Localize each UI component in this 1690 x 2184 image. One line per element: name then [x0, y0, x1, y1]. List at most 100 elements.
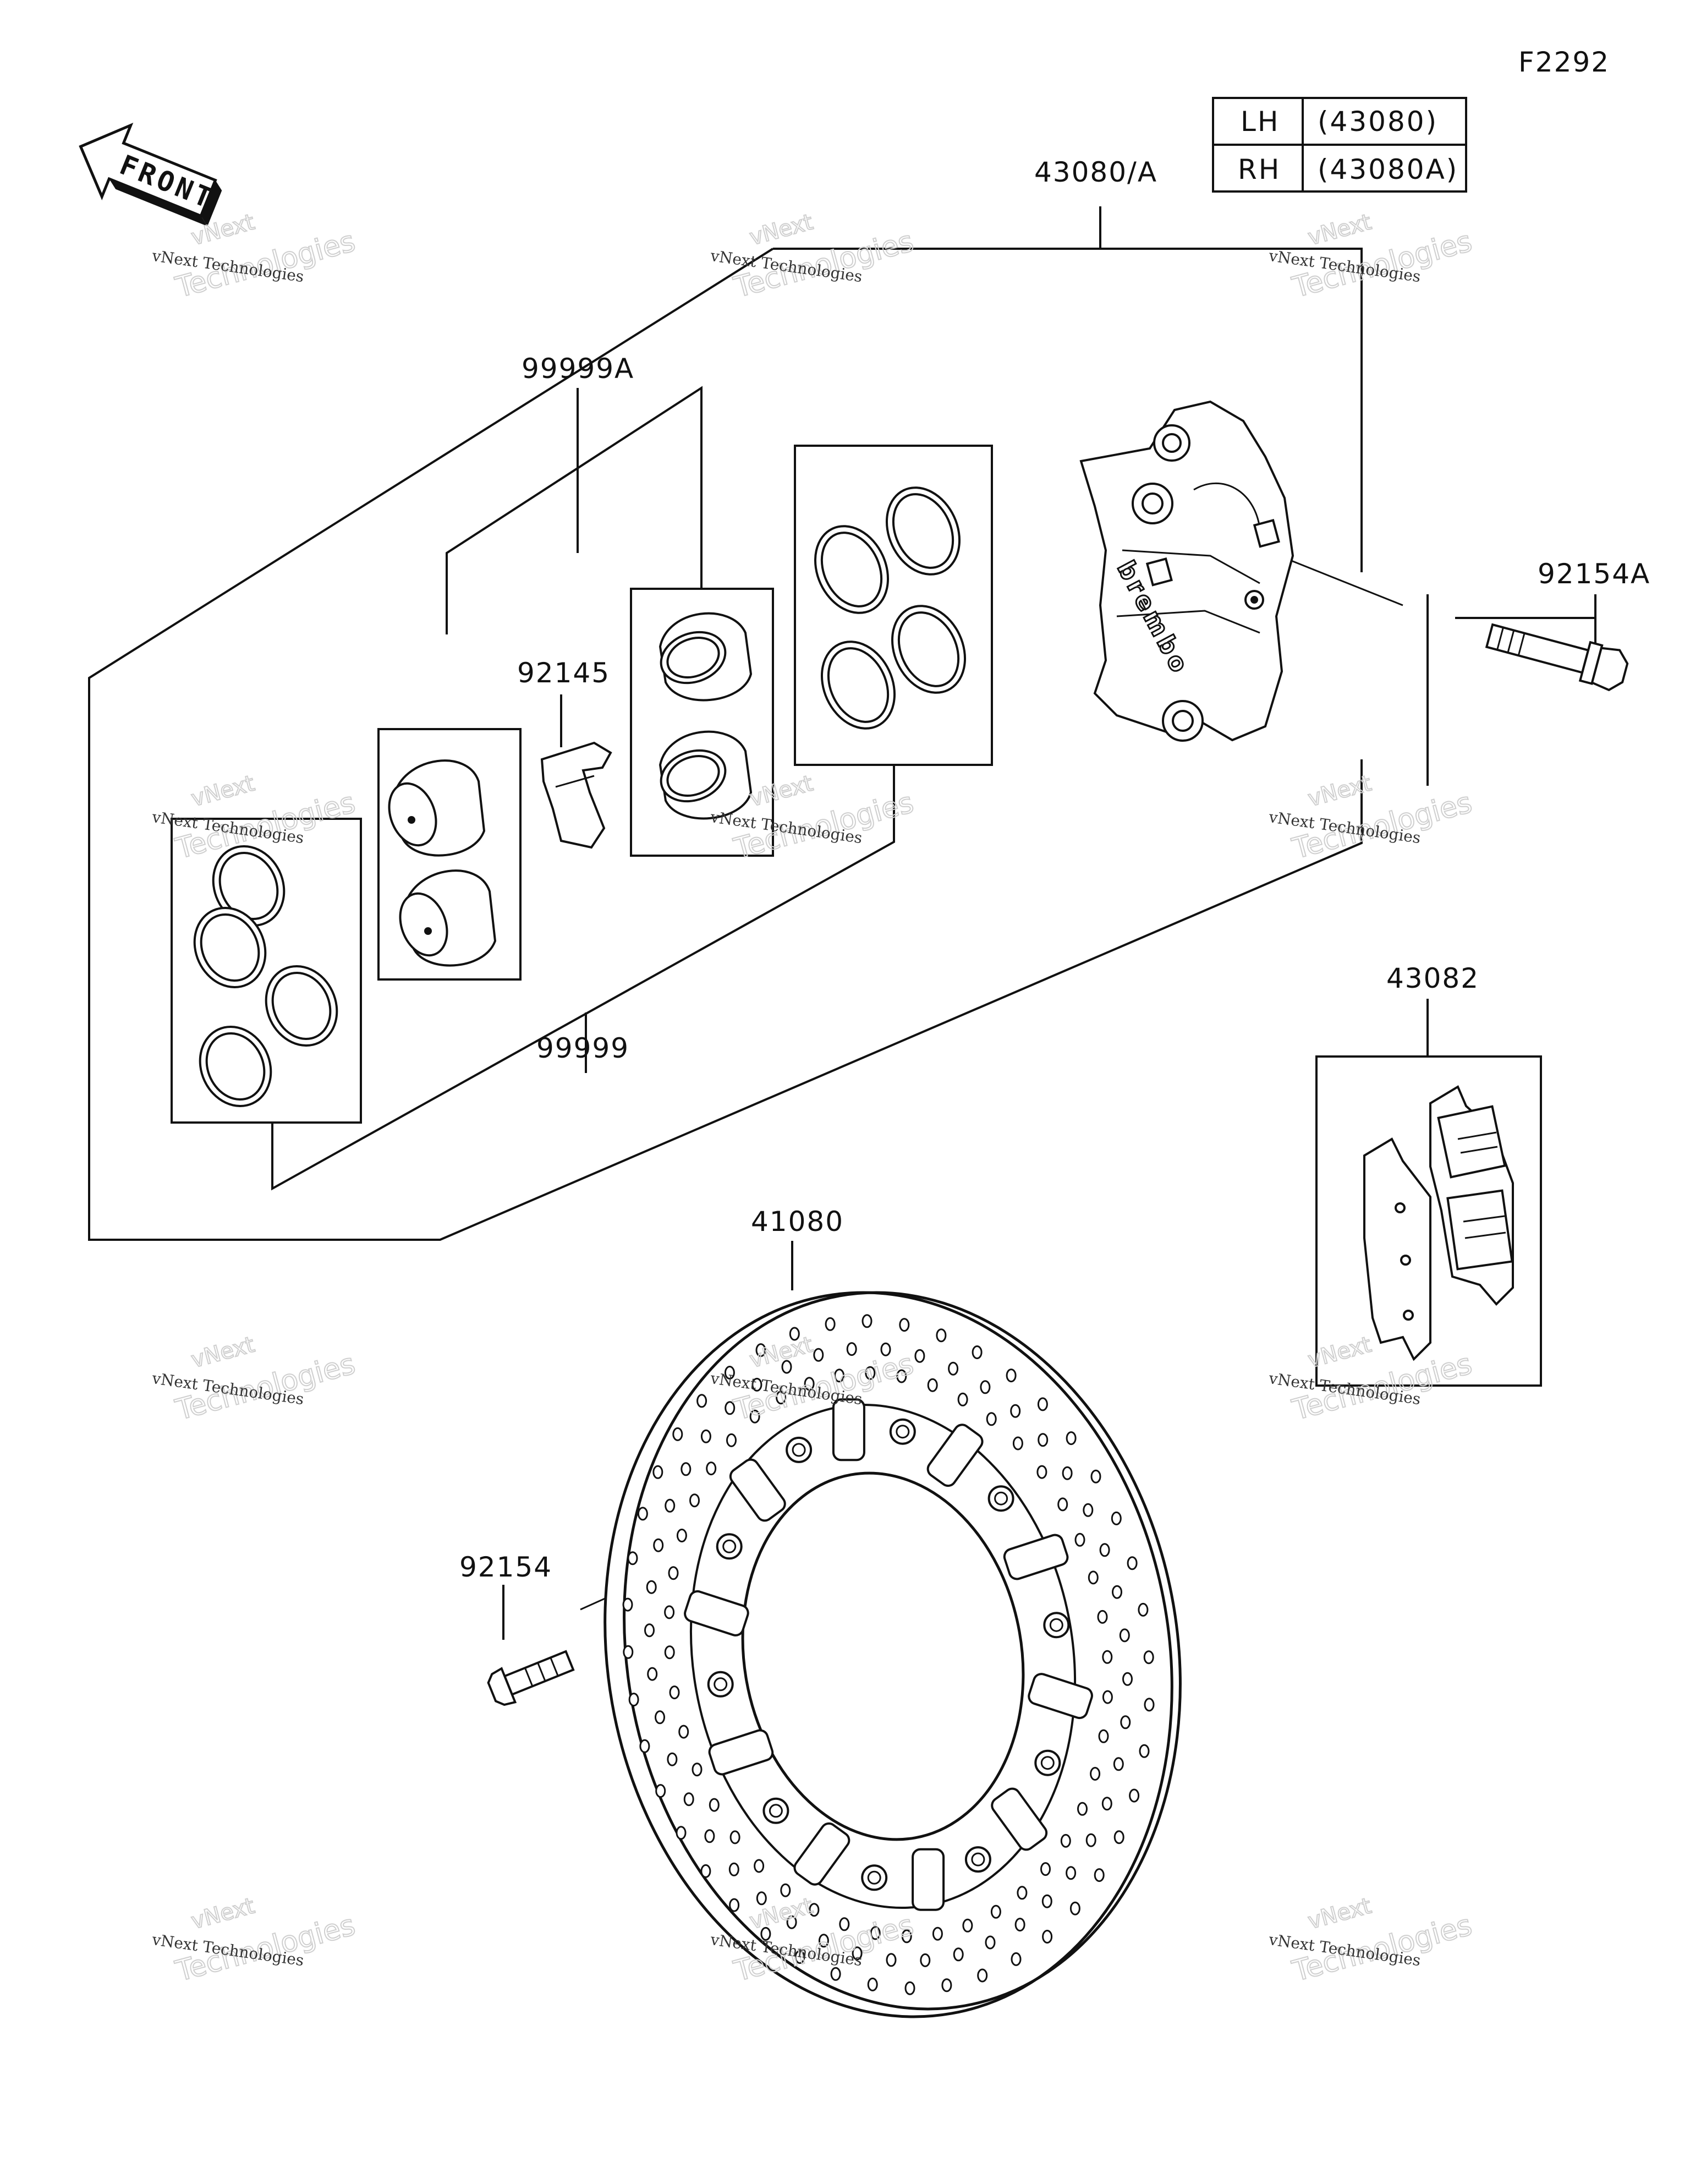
callout-41080: 41080 — [751, 1206, 844, 1238]
vent-hole — [639, 1739, 650, 1753]
float-button-center — [1049, 1618, 1063, 1632]
vent-hole — [1077, 1802, 1088, 1816]
vent-hole — [706, 1462, 717, 1476]
watermark-vnext: vNext — [1305, 209, 1374, 250]
callout-92145: 92145 — [517, 657, 610, 689]
vent-hole — [780, 1883, 791, 1897]
vent-hole — [977, 1968, 988, 1983]
vent-hole — [962, 1918, 973, 1933]
callout-92154a: 92154A — [1538, 558, 1650, 590]
vent-hole — [1090, 1767, 1101, 1781]
pad-spring-part — [540, 741, 612, 849]
table-row-lh-side: LH — [1241, 106, 1280, 138]
table-row-lh-part: (43080) — [1318, 106, 1438, 138]
disc-float-buttons — [684, 1398, 1093, 1911]
caliper-bolt-part — [1485, 623, 1629, 692]
vent-hole — [749, 1409, 760, 1424]
watermark-vnext: vNext — [1305, 770, 1374, 812]
disc-carrier-slot — [1028, 1673, 1093, 1720]
vent-hole — [927, 1378, 938, 1392]
table-row-rh-part: (43080A) — [1318, 154, 1458, 185]
vent-hole — [870, 1926, 881, 1940]
vent-hole — [628, 1693, 639, 1707]
vent-hole — [1139, 1744, 1150, 1758]
vent-hole — [901, 1929, 912, 1944]
vent-hole — [665, 1498, 676, 1513]
vent-hole — [725, 1401, 736, 1415]
vent-hole — [667, 1752, 678, 1766]
float-button-center — [994, 1491, 1008, 1506]
vent-hole — [724, 1366, 735, 1380]
vent-hole — [754, 1859, 765, 1873]
float-button-center — [714, 1677, 728, 1692]
vent-hole — [1090, 1469, 1101, 1484]
vent-hole — [990, 1904, 1001, 1919]
vent-hole — [789, 1327, 800, 1341]
vent-hole — [760, 1926, 771, 1941]
seal-ring-kit-box-a — [794, 445, 993, 766]
callout-99999: 99999 — [536, 1032, 629, 1064]
vent-hole — [1099, 1543, 1110, 1557]
vent-hole — [683, 1792, 694, 1807]
vent-hole — [1094, 1868, 1105, 1882]
watermark-vnext: vNext — [189, 770, 257, 812]
vent-hole — [896, 1369, 907, 1383]
vent-hole — [1111, 1511, 1122, 1525]
vent-hole — [980, 1380, 991, 1394]
vent-hole — [700, 1429, 711, 1443]
disc-carrier-slot — [912, 1848, 945, 1911]
vent-hole — [985, 1935, 996, 1950]
vent-hole — [1036, 1465, 1047, 1479]
vent-hole — [756, 1891, 767, 1906]
vent-hole — [623, 1645, 634, 1659]
vent-hole — [830, 1967, 841, 1981]
vent-hole — [834, 1369, 845, 1383]
vent-hole — [668, 1566, 679, 1580]
vent-hole — [1101, 1797, 1112, 1811]
vent-hole — [1112, 1585, 1122, 1599]
disc-carrier-slot — [1003, 1534, 1069, 1580]
vent-hole — [957, 1392, 968, 1406]
vent-hole — [1040, 1862, 1051, 1876]
vent-hole — [1119, 1628, 1130, 1643]
vent-hole — [932, 1926, 943, 1941]
vent-hole — [652, 1465, 663, 1479]
disc-carrier-slot — [832, 1398, 865, 1462]
vent-hole — [781, 1360, 792, 1374]
vent-hole — [729, 1830, 740, 1844]
vent-hole — [920, 1953, 931, 1967]
vent-hole — [681, 1462, 692, 1476]
callout-99999a: 99999A — [522, 353, 634, 385]
vent-hole — [1144, 1698, 1155, 1712]
float-button-center — [792, 1443, 806, 1457]
disc-carrier-slot — [793, 1822, 851, 1886]
vent-hole — [862, 1314, 873, 1328]
vent-hole — [644, 1623, 655, 1638]
piston-kit-box-a — [630, 588, 774, 857]
watermark-vnext: vNext — [189, 1893, 257, 1934]
vent-hole — [1012, 1436, 1023, 1450]
vent-hole — [1006, 1369, 1017, 1383]
vent-hole — [653, 1538, 664, 1552]
float-button-center — [769, 1804, 783, 1818]
vent-hole — [1057, 1497, 1068, 1512]
watermark-vnext: vNext — [747, 209, 816, 250]
float-button-center — [722, 1539, 737, 1553]
vent-hole — [1097, 1610, 1108, 1624]
disc-carrier-slot — [729, 1458, 786, 1522]
vent-hole — [655, 1784, 666, 1798]
vent-hole — [880, 1342, 891, 1356]
disc-carrier-slot — [684, 1590, 749, 1636]
vent-hole — [1074, 1532, 1085, 1547]
vent-hole — [1085, 1833, 1096, 1847]
disc-vent-holes — [622, 1314, 1155, 1995]
vent-hole — [813, 1348, 824, 1362]
callout-92154: 92154 — [459, 1551, 552, 1583]
vent-hole — [776, 1391, 787, 1405]
vent-hole — [804, 1377, 815, 1391]
vent-hole — [1062, 1466, 1073, 1480]
vent-hole — [852, 1946, 863, 1961]
vent-hole — [1038, 1433, 1049, 1447]
vent-hole — [899, 1318, 910, 1332]
